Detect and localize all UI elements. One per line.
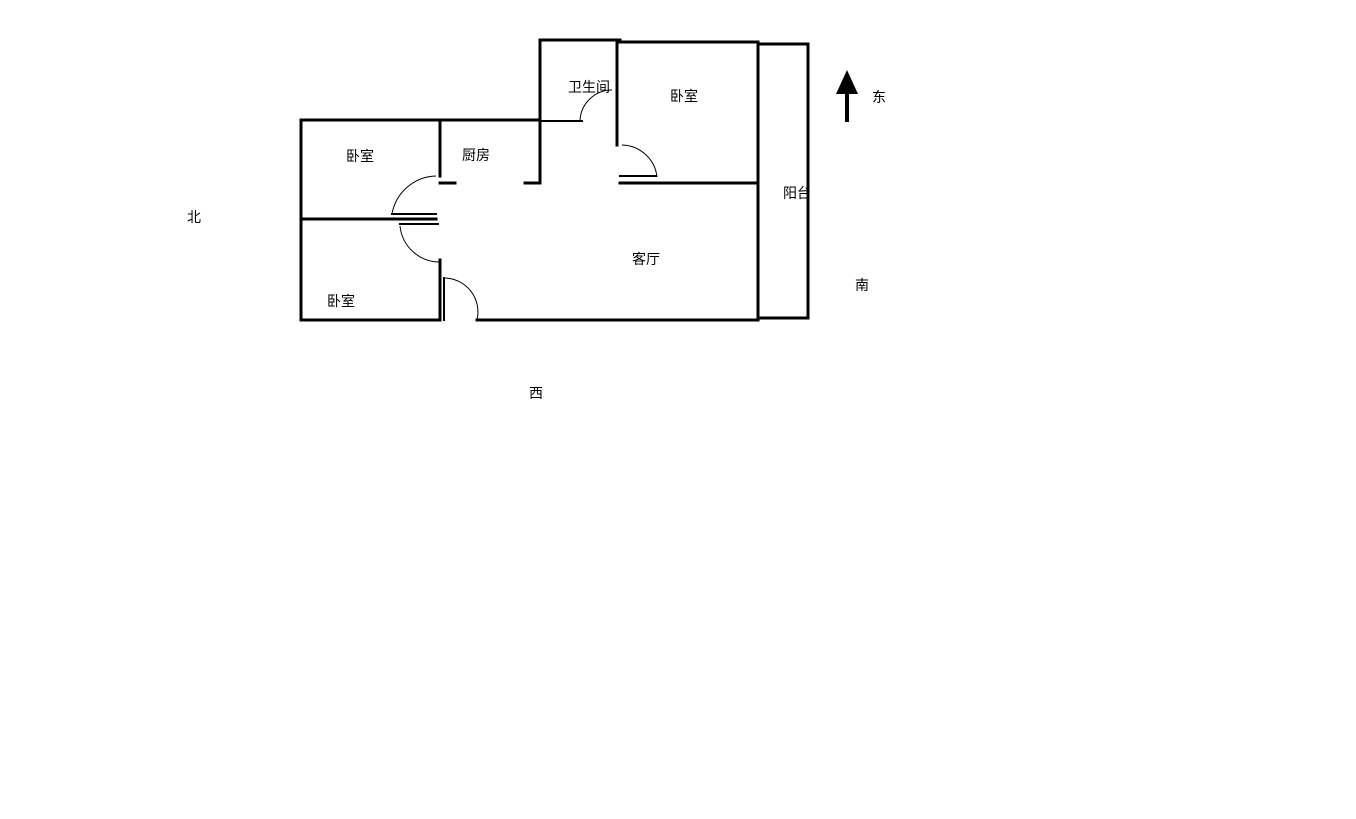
room-label-balcony: 阳台 xyxy=(783,186,811,202)
room-label-bedroom-north-lower: 卧室 xyxy=(327,293,355,310)
compass-south: 南 xyxy=(855,278,869,294)
compass-east: 东 xyxy=(872,90,886,106)
room-label-kitchen: 厨房 xyxy=(462,148,490,164)
door-swings xyxy=(391,89,658,321)
walls xyxy=(299,38,810,322)
room-label-bedroom-north-upper: 卧室 xyxy=(346,148,374,165)
compass-north: 北 xyxy=(187,210,201,226)
room-label-living-room: 客厅 xyxy=(632,251,660,268)
room-label-bathroom: 卫生间 xyxy=(568,80,610,96)
room-label-bedroom-east: 卧室 xyxy=(670,88,698,105)
arrow-up-icon xyxy=(836,70,858,122)
compass-west: 西 xyxy=(529,386,543,402)
